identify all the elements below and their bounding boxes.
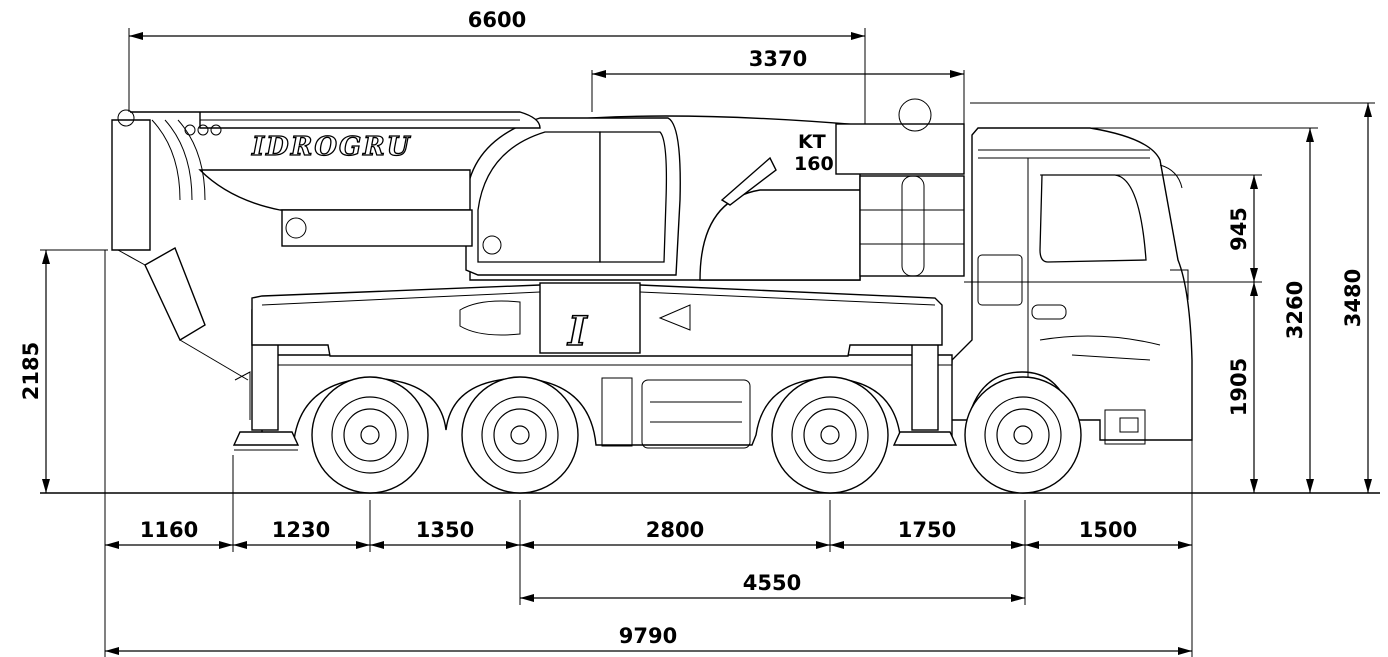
dimension-labels: 6600 3370 1160 1230 1350 2800 1750 1500 … [19,8,1365,648]
dim-cab-roof-height: 3260 [1283,281,1307,339]
dim-axle2-to-axle3: 2800 [646,518,704,542]
model-label-line2: 160 [794,153,834,175]
operator-cabin [465,117,681,276]
dim-rear-overhang: 1500 [1079,518,1137,542]
dim-overall-length: 9790 [619,624,677,648]
dim-front-overhang: 1160 [140,518,198,542]
logo-text: I [567,308,588,355]
dim-boom-to-cab: 3370 [749,47,807,71]
fuel-tank [641,379,751,449]
brand-label: IDROGRU [251,132,411,162]
wheels [311,376,1082,494]
truck-cab [949,127,1193,445]
dim-axle3-to-axle4: 1750 [898,518,956,542]
wheel-1 [311,376,429,494]
hook-block [117,246,251,420]
crane-vehicle: I KT 160 [40,98,1380,494]
dim-boom-pivot-height: 2185 [19,342,43,400]
wheel-4 [964,376,1082,494]
dim-cab-base-height: 1905 [1227,358,1251,416]
counterweight [835,98,965,277]
dim-overall-height: 3480 [1341,269,1365,327]
dim-outrigger-to-axle1: 1230 [272,518,330,542]
dim-boom-length-total: 6600 [468,8,526,32]
wheel-2 [461,376,579,494]
telescopic-boom: IDROGRU [111,109,541,251]
cab-window [1039,174,1147,263]
dim-cab-window-height: 945 [1227,207,1251,251]
dim-wheelbase-span: 4550 [743,571,801,595]
turntable-base: I [251,282,943,357]
dimension-lines [40,28,1375,657]
body-slot [720,156,777,206]
wheel-3 [771,376,889,494]
dim-axle1-to-axle2: 1350 [416,518,474,542]
model-label-line1: KT [798,131,826,153]
